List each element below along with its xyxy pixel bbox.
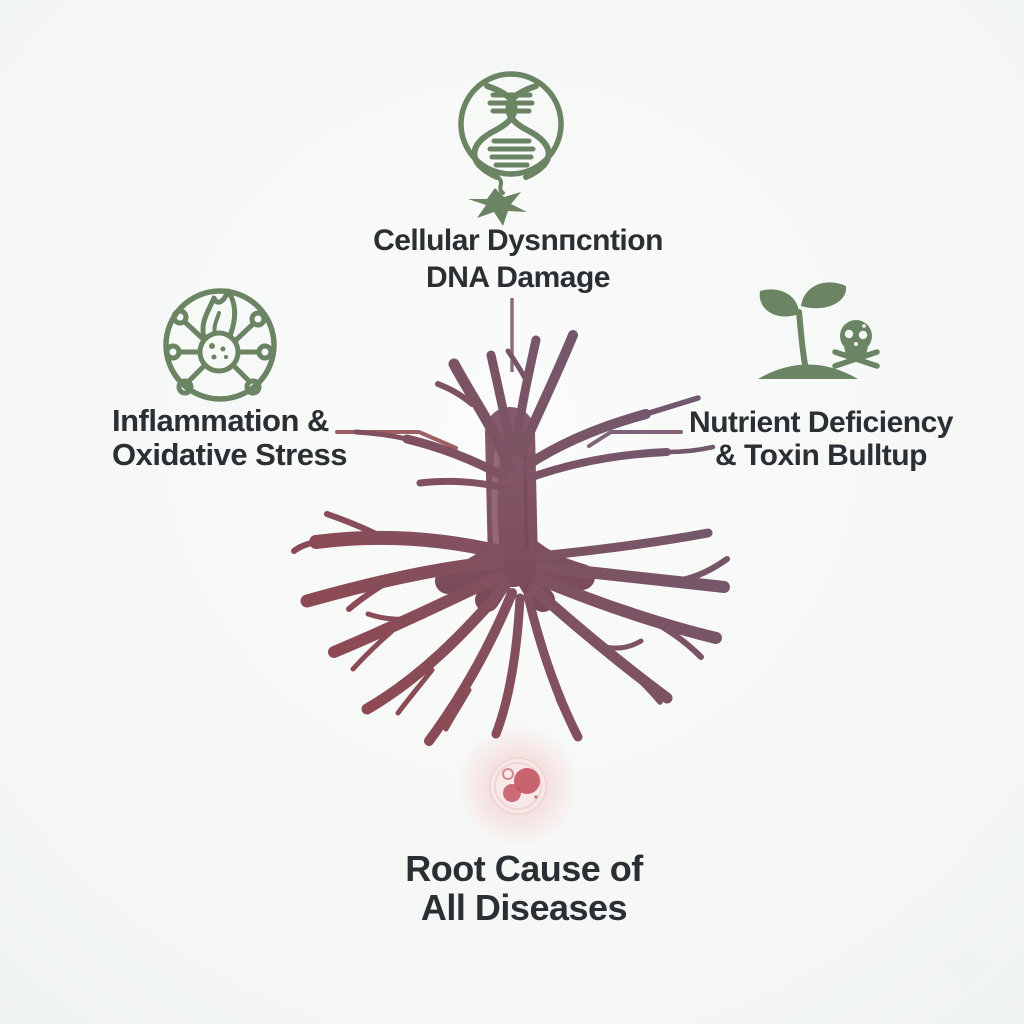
- label-line: Cellular Dysnпcntion: [373, 224, 663, 257]
- label-cellular-dysfunction: Cellular Dysnпcntion DNA Damage: [262, 222, 774, 296]
- connector-right: [587, 430, 683, 448]
- cell-illustration: [456, 724, 580, 848]
- label-line: Oxidative Stress: [112, 437, 347, 472]
- tree-roots-illustration: [291, 330, 730, 746]
- label-inflammation-oxidative-stress: Inflammation & Oxidative Stress: [112, 404, 402, 472]
- virus-flame-icon: [163, 288, 277, 402]
- sprout-skull-icon: [758, 282, 880, 379]
- caption-line: All Diseases: [420, 887, 628, 928]
- label-line: Nutrient Deficiency: [689, 406, 953, 439]
- label-line: Inflammation &: [112, 403, 329, 438]
- sparkle-icon: [937, 937, 997, 997]
- caption-root-cause: Root Cause of All Diseases: [324, 849, 724, 927]
- label-line: DNA Damage: [426, 261, 610, 294]
- dna-damage-icon: [458, 71, 564, 226]
- caption-line: Root Cause of: [405, 848, 643, 889]
- label-nutrient-deficiency-toxin: Nutrient Deficiency & Toxin Bulltup: [660, 406, 982, 472]
- label-line: & Toxin Bulltup: [715, 439, 927, 472]
